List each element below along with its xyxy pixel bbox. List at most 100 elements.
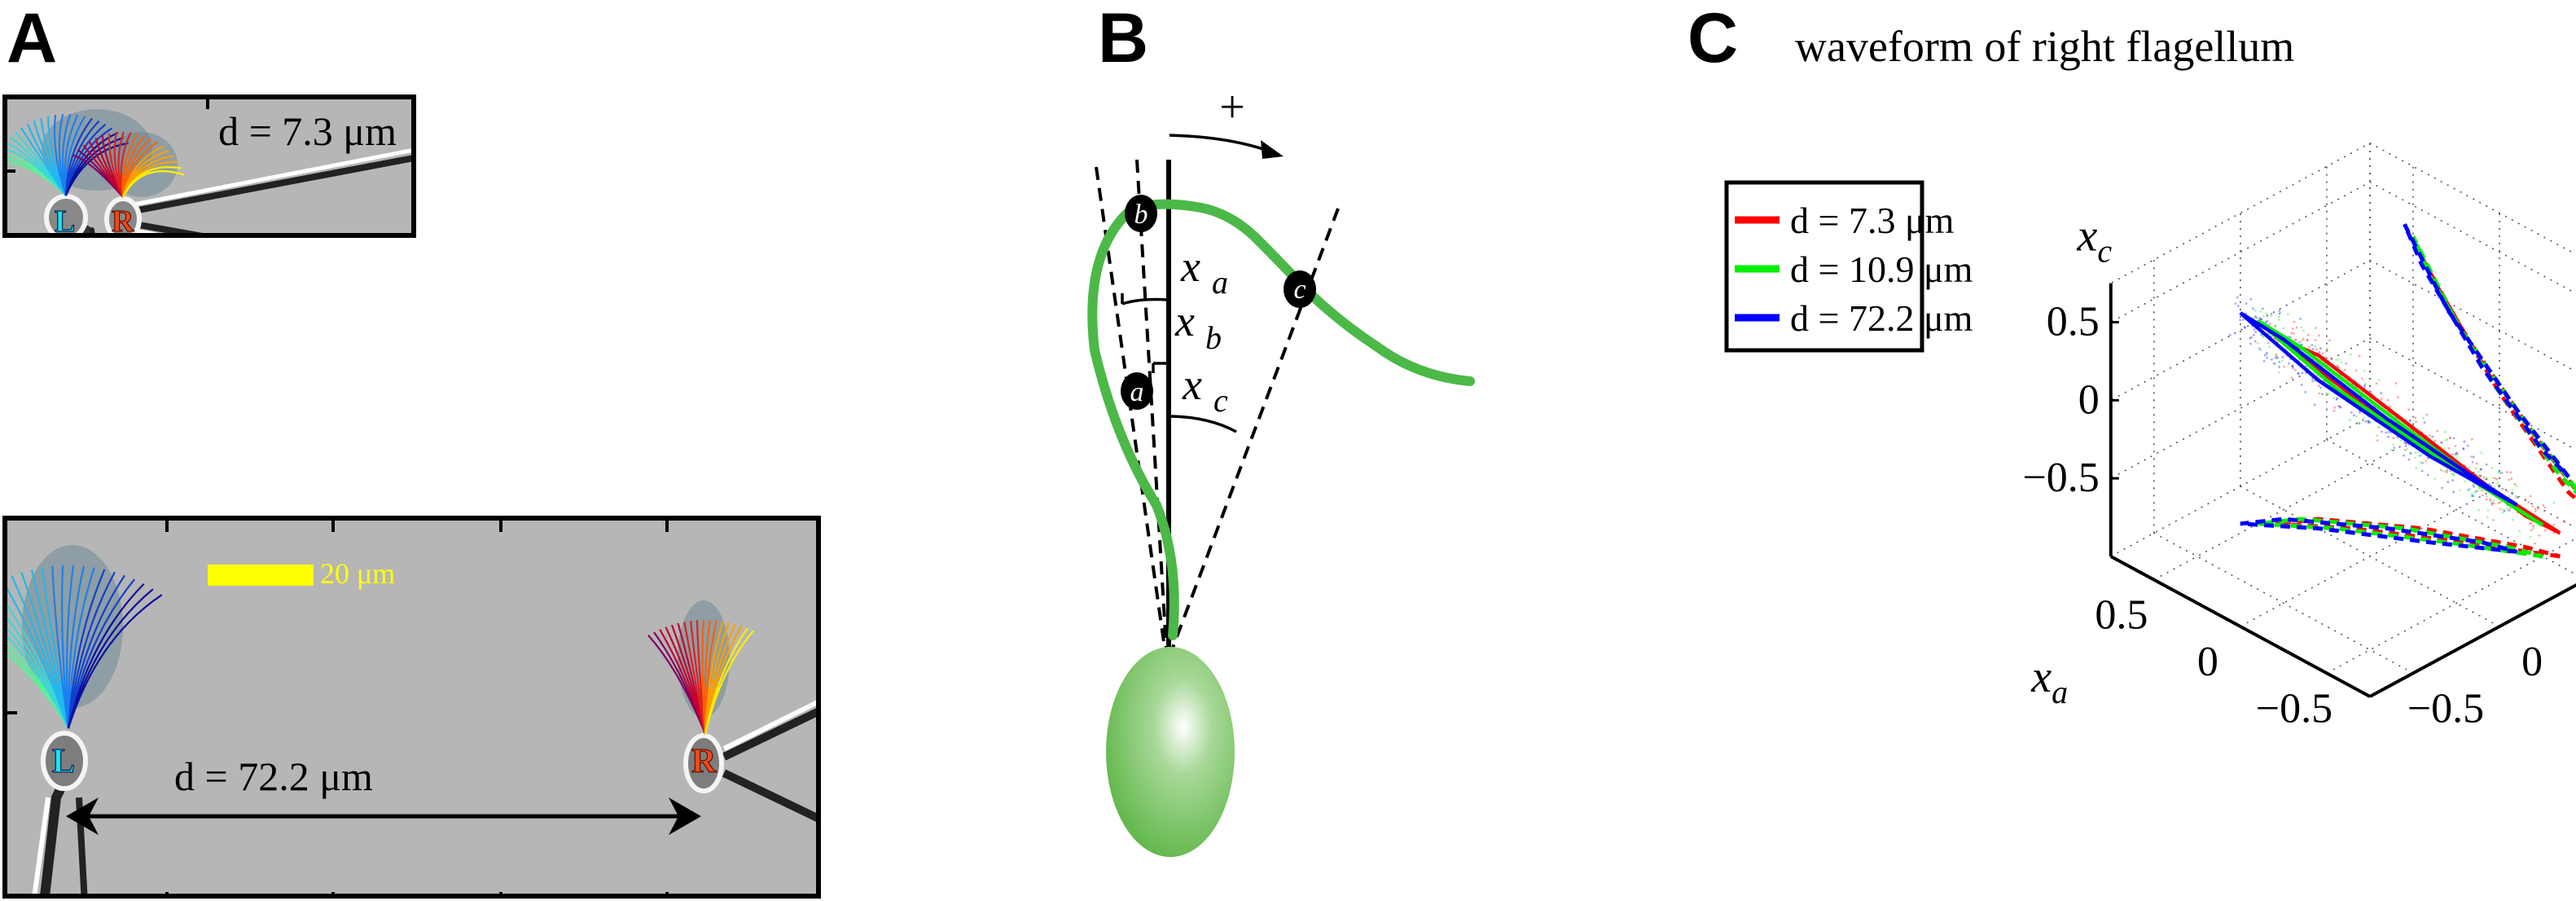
scatter-point	[2350, 411, 2353, 414]
scatter-point	[2494, 477, 2496, 480]
scatter-point	[2359, 411, 2361, 414]
scatter-point	[2282, 327, 2285, 330]
waveform-trace	[67, 569, 106, 729]
cell-body	[1106, 647, 1235, 857]
legend-label: d = 10.9 μm	[1790, 248, 1973, 290]
scatter-point	[2389, 449, 2393, 451]
scatter-point	[2530, 521, 2533, 525]
scatter-point	[2327, 393, 2330, 396]
scatter-point	[2302, 337, 2305, 341]
scatter-point	[2295, 326, 2298, 329]
waveform-trace	[11, 575, 70, 729]
scatter-point	[2480, 451, 2482, 455]
scatter-point	[2315, 348, 2318, 351]
svg-text:c: c	[1213, 382, 1228, 419]
scatter-point	[2253, 327, 2256, 331]
waveform-trace	[65, 565, 75, 729]
scatter-point	[2427, 457, 2429, 460]
scatter-point	[2337, 358, 2341, 361]
scatter-point	[2506, 508, 2508, 510]
scatter-point	[2446, 471, 2448, 473]
scatter-point	[2253, 333, 2255, 336]
scatter-point	[2275, 357, 2278, 360]
scatter-point	[2326, 348, 2328, 350]
scatter-point	[2506, 490, 2508, 493]
scatter-point	[2480, 474, 2482, 477]
micrograph-near-drawing	[7, 99, 411, 233]
waveform-left-far	[7, 565, 163, 729]
scatter-point	[2318, 334, 2320, 337]
scatter-point	[2275, 353, 2278, 356]
scatter-point	[2510, 477, 2513, 480]
scatter-point	[2249, 298, 2253, 301]
scatter-point	[2409, 420, 2411, 423]
scatter-point	[2524, 498, 2527, 501]
scatter-point	[2354, 415, 2358, 418]
scatter-point	[2448, 437, 2451, 440]
scatter-point	[2532, 525, 2534, 527]
svg-text:c: c	[1293, 275, 1306, 305]
point-a: a	[1121, 372, 1153, 410]
scatter-point	[2325, 392, 2328, 394]
scatter-point	[2508, 507, 2512, 510]
scatter-point	[2425, 459, 2428, 463]
scatter-point	[2333, 406, 2337, 409]
waveform-trace	[7, 587, 70, 729]
waveform-right-near	[72, 131, 185, 198]
waveform-trace	[67, 567, 95, 729]
scatter-point	[2475, 490, 2477, 493]
scatter-point	[2433, 439, 2437, 442]
scatter-point	[2463, 440, 2466, 443]
scatter-point	[2451, 453, 2455, 456]
scatter-point	[2442, 469, 2445, 472]
scatter-point	[2363, 384, 2367, 387]
distance-label-far: d = 72.2 μm	[174, 754, 373, 799]
scatter-point	[2537, 507, 2539, 510]
scatter-point	[2325, 349, 2328, 352]
scatter-point	[2368, 420, 2372, 424]
scatter-point	[2497, 501, 2500, 504]
scatter-point	[2349, 419, 2352, 422]
scatter-point	[2443, 430, 2447, 433]
waveform-left-near	[7, 113, 129, 196]
scatter-point	[2409, 451, 2412, 455]
scatter-point	[2422, 416, 2425, 420]
scatter-point	[2291, 364, 2294, 367]
scatter-point	[2367, 420, 2370, 423]
scatter-point	[2297, 341, 2301, 344]
scatter-point	[2455, 456, 2458, 459]
scatter-point	[2392, 443, 2395, 446]
scatter-point	[2274, 324, 2277, 327]
series-loops	[2239, 311, 2561, 535]
tick-label-xb: 0	[2521, 639, 2543, 685]
scatter-point	[2500, 471, 2504, 474]
scatter-point	[2387, 435, 2389, 438]
scatter-point	[2297, 371, 2300, 375]
scatter-point	[2338, 405, 2341, 408]
scatter-point	[2505, 471, 2508, 473]
scatter-point	[2510, 492, 2513, 494]
scatter-point	[2440, 441, 2443, 444]
scatter-point	[2528, 522, 2531, 525]
scatter-point	[2249, 336, 2252, 340]
scatter-point	[2278, 365, 2281, 368]
scatter-point	[2451, 472, 2455, 476]
scatter-point	[2255, 316, 2258, 319]
scatter-point	[2318, 392, 2321, 395]
scatter-point	[2445, 438, 2448, 442]
scatter-point	[2471, 460, 2474, 464]
scatter-point	[2470, 455, 2473, 459]
scatter-point	[2543, 529, 2547, 532]
series-floor-projection	[2240, 516, 2517, 554]
scatter-point	[2267, 341, 2270, 345]
legend-label: d = 72.2 μm	[1790, 297, 1973, 339]
scatter-point	[2490, 467, 2493, 469]
scatter-point	[2263, 354, 2267, 357]
scatter-point	[2286, 313, 2289, 316]
scatter-point	[2290, 376, 2293, 380]
scatter-point	[2414, 416, 2417, 420]
scatter-point	[2467, 488, 2470, 491]
scatter-point	[2358, 422, 2361, 425]
scatter-point	[2486, 477, 2489, 480]
scatter-point	[2414, 456, 2417, 459]
